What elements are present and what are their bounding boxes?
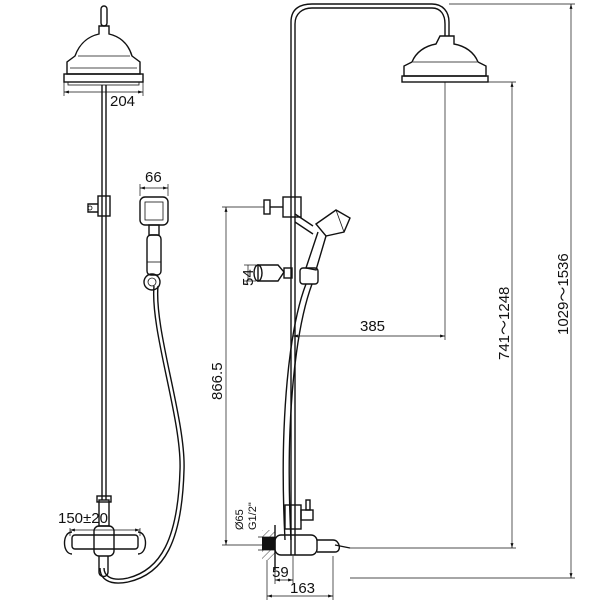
total-range-dimension: 1029～1536 [350,3,575,579]
front-slide-bracket [87,195,111,217]
rail-range-label: 741～1248 [496,287,513,360]
handshower-width-dimension: 66 [139,169,169,196]
holder-size-label: 54 [240,269,257,286]
front-top-cap [100,5,108,27]
arm-reach-label: 385 [360,318,385,335]
inlet-height-dimension: 866.5 [209,206,264,546]
wall-offset-label: 59 [272,564,289,581]
front-riser-pipe [101,85,107,500]
front-shower-head [63,25,144,86]
side-hose [282,283,313,541]
mixer-projection-dimension: 163 [266,556,334,600]
inlet-height-label: 866.5 [209,362,226,400]
side-riser-gooseneck [290,3,450,555]
mixer-projection-label: 163 [290,580,315,597]
total-range-label: 1029～1536 [555,253,572,335]
side-mixer [274,499,351,556]
front-mixer [63,525,147,578]
front-wall-holder [143,273,161,291]
arm-reach-dimension: 385 [293,82,446,340]
center-distance-dimension: 150±20 [58,510,141,536]
center-distance-label: 150±20 [58,510,108,527]
head-diameter-dimension: 204 [63,82,144,110]
rail-range-dimension: 741～1248 [350,81,516,549]
head-diameter-label: 204 [110,93,135,110]
thread-size-label: G1/2" [247,502,259,530]
front-hose [99,285,185,584]
holder-size-dimension: 54 [240,264,257,286]
pipe-diameter-label: Ø65 [234,509,246,530]
wall-offset-dimension: 59 [272,556,294,584]
side-holder [253,264,293,282]
side-wall-bracket [263,196,302,218]
side-view: 54 Ø65 G1/2" 59 [209,3,575,600]
side-slider [294,213,314,235]
front-view: 204 66 [58,5,185,584]
side-hand-shower [299,209,351,285]
side-shower-head [401,35,489,83]
inlet-specs: Ø65 G1/2" [234,502,275,551]
front-hand-shower [139,196,169,276]
handshower-width-label: 66 [145,169,162,186]
